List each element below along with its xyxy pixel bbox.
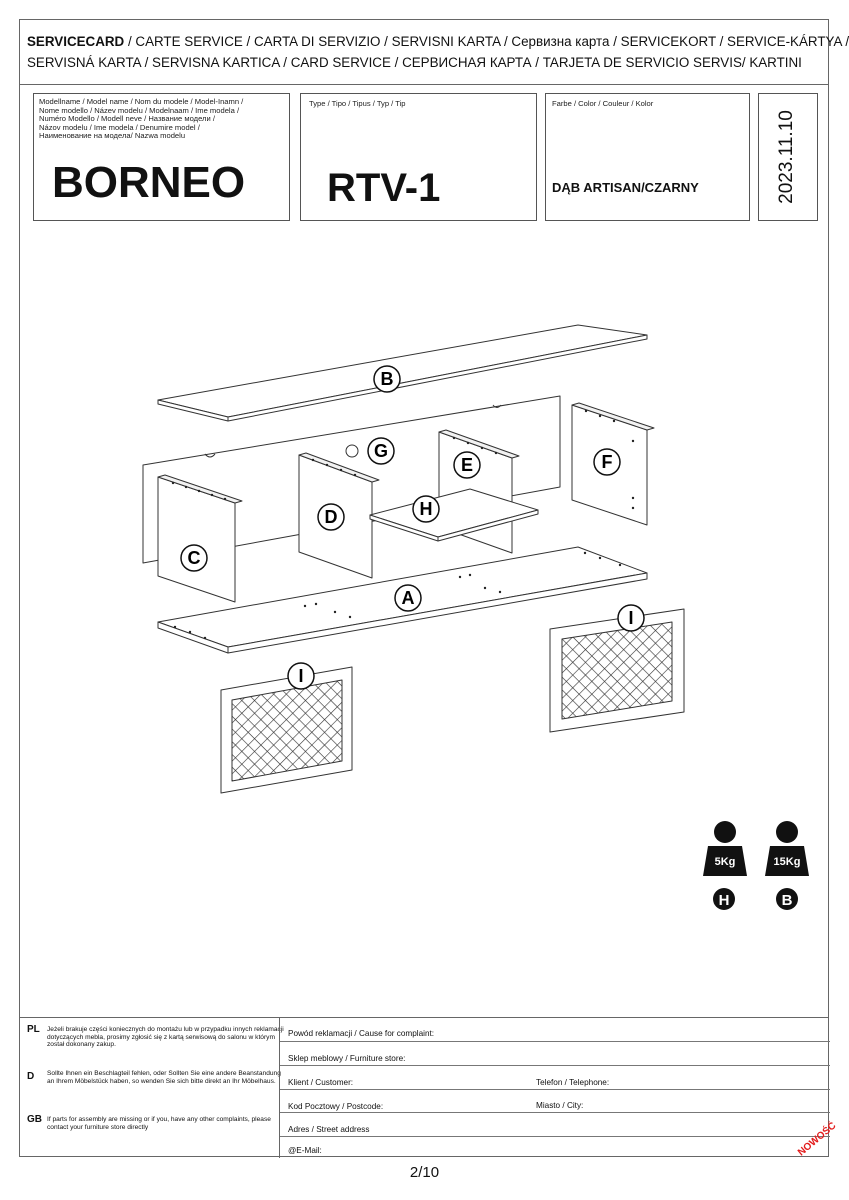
color-value: DĄB ARTISAN/CZARNY <box>552 180 699 195</box>
store-field[interactable]: Sklep meblowy / Furniture store: <box>280 1041 830 1066</box>
svg-text:A: A <box>402 588 415 608</box>
color-box: Farbe / Color / Couleur / Kolor DĄB ARTI… <box>545 93 750 221</box>
header-divider <box>19 84 829 85</box>
customer-row: Klient / Customer: Telefon / Telephone: <box>280 1065 830 1090</box>
page-frame <box>19 19 829 1157</box>
address-field[interactable]: Adres / Street address <box>280 1112 830 1137</box>
label-i-right: I <box>617 604 645 632</box>
label-f: F <box>593 448 621 476</box>
weight-icon-h: 5Kg H <box>703 821 747 910</box>
label-c: C <box>180 544 208 572</box>
svg-text:E: E <box>461 455 473 475</box>
cause-field[interactable]: Powód reklamacji / Cause for complaint: <box>280 1018 830 1042</box>
label-i-left: I <box>287 662 315 690</box>
complaint-gb: GB If parts for assembly are missing or … <box>27 1114 271 1131</box>
complaint-pl: PL Jeżeli brakuje części koniecznych do … <box>27 1024 284 1049</box>
label-b: B <box>373 365 401 393</box>
label-a: A <box>394 584 422 612</box>
svg-text:H: H <box>420 499 433 519</box>
top-panel <box>157 324 648 418</box>
svg-text:I: I <box>628 608 633 628</box>
svg-text:B: B <box>782 892 793 909</box>
complaint-d: D Sollte Ihnen ein Beschlagteil fehlen, … <box>27 1070 281 1085</box>
svg-text:G: G <box>374 441 388 461</box>
svg-text:D: D <box>325 507 338 527</box>
postcode-row: Kod Pocztowy / Postcode: Miasto / City: <box>280 1089 830 1113</box>
complaint-form: Powód reklamacji / Cause for complaint: … <box>279 1018 830 1158</box>
type-value: RTV-1 <box>327 166 441 210</box>
model-name-value: BORNEO <box>52 158 246 207</box>
model-name-label: Modellname / Model name / Nom du modele … <box>39 97 244 141</box>
type-box: Type / Tipo / Tipus / Typ / Tip RTV-1 <box>300 93 537 221</box>
svg-text:F: F <box>602 452 613 472</box>
weight-icon-b: 15Kg B <box>765 821 809 910</box>
complaint-section: PL Jeżeli brakuje części koniecznych do … <box>19 1017 830 1158</box>
phone-field[interactable]: Telefon / Telephone: <box>536 1078 610 1087</box>
svg-text:H: H <box>719 892 730 909</box>
email-field[interactable]: @E-Mail: <box>288 1146 322 1155</box>
header-line-1: SERVICECARD / CARTE SERVICE / CARTA DI S… <box>27 34 849 49</box>
label-e: E <box>453 451 481 479</box>
svg-text:15Kg: 15Kg <box>774 856 801 868</box>
color-label: Farbe / Color / Couleur / Kolor <box>552 99 654 108</box>
svg-text:C: C <box>188 548 201 568</box>
model-name-box: Modellname / Model name / Nom du modele … <box>33 93 290 221</box>
city-field[interactable]: Miasto / City: <box>536 1101 584 1110</box>
label-d: D <box>317 503 345 531</box>
fitting-g <box>345 444 359 458</box>
date-box: 2023.11.10 <box>758 93 818 221</box>
postcode-field[interactable]: Kod Pocztowy / Postcode: <box>288 1102 384 1111</box>
customer-field[interactable]: Klient / Customer: <box>288 1078 354 1087</box>
label-g: G <box>367 437 395 465</box>
svg-text:5Kg: 5Kg <box>715 856 736 868</box>
header-line-2: SERVISNÁ KARTA / SERVISNA KARTICA / CARD… <box>27 55 802 70</box>
type-label: Type / Tipo / Tipus / Typ / Tip <box>309 99 406 108</box>
svg-text:B: B <box>381 369 394 389</box>
page-number: 2/10 <box>409 1164 440 1181</box>
svg-text:I: I <box>298 666 303 686</box>
label-h: H <box>412 495 440 523</box>
